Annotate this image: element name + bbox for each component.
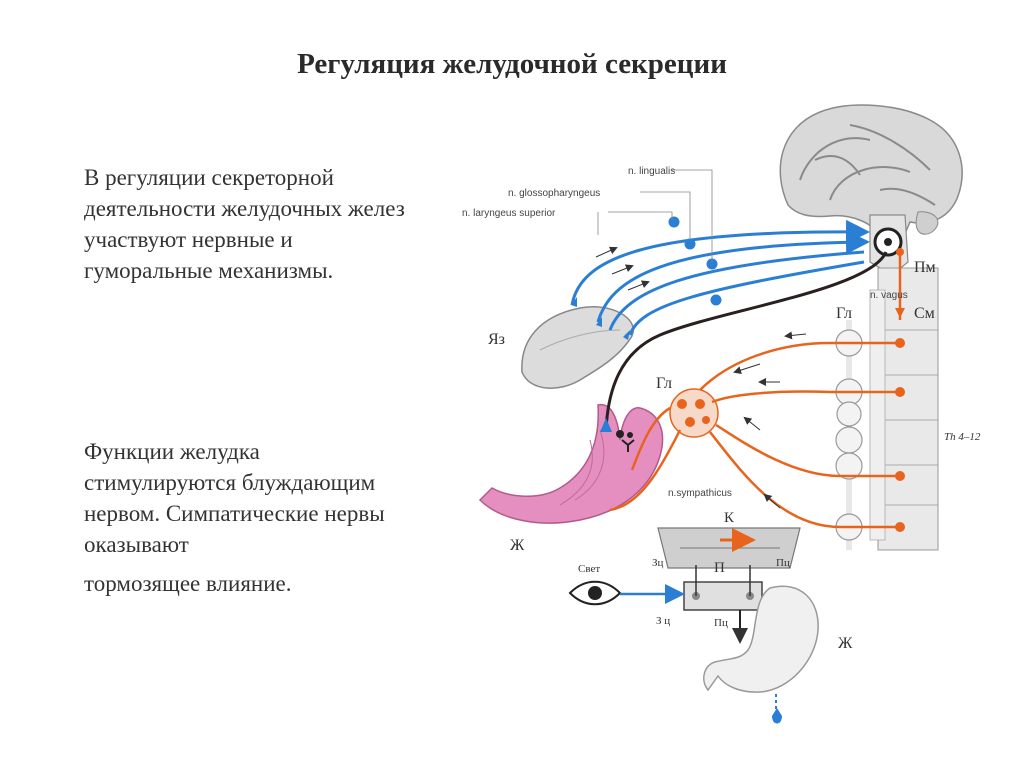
afferent-nerves	[570, 216, 870, 340]
stomach-illustration	[478, 404, 664, 524]
sympathetic-direction-arrows	[733, 331, 807, 509]
paragraph-nerves: Функции желудка стимулируются блуждающим…	[84, 436, 414, 599]
celiac-ganglion	[669, 388, 719, 438]
label-pc-bottom: Пц	[714, 617, 728, 629]
sympathetic-chain	[835, 320, 863, 550]
label-n-lingualis: n. lingualis	[628, 166, 675, 177]
vagus-nerve	[600, 251, 888, 432]
conditioned-reflex-schema	[657, 527, 801, 644]
label-gl-top: Гл	[836, 305, 852, 322]
label-zh-right: Ж	[838, 635, 853, 652]
label-pc-top: Пц	[776, 557, 790, 569]
eye-icon	[568, 580, 685, 606]
label-yaz: Яз	[488, 331, 505, 348]
label-n-laryngeus: n. laryngeus superior	[462, 208, 556, 219]
label-zc-bottom: З ц	[656, 615, 670, 627]
label-n-vagus: n. vagus	[870, 290, 908, 301]
label-zc-top: Зц	[652, 557, 664, 569]
spinal-cord	[869, 267, 939, 551]
label-p: П	[714, 560, 725, 576]
tongue-illustration	[521, 306, 635, 389]
label-k: К	[724, 510, 735, 526]
label-leader-lines	[597, 169, 713, 262]
afferent-direction-arrows	[595, 246, 650, 291]
label-th: Th 4–12	[944, 431, 981, 443]
label-n-glossopharyngeus: n. glossopharyngeus	[508, 188, 600, 199]
stomach-gray-illustration	[703, 585, 819, 724]
paragraph-nerves-last: тормозящее влияние.	[84, 571, 292, 596]
paragraph-mechanisms: В регуляции секреторной деятельности жел…	[84, 165, 405, 283]
label-zh-left: Ж	[510, 537, 525, 554]
label-gl-mid: Гл	[656, 375, 672, 392]
paragraph-nerves-text: Функции желудка стимулируются блуждающим…	[84, 439, 385, 557]
label-n-sympathicus: n.sympathicus	[668, 488, 732, 499]
brain-illustration	[779, 104, 963, 276]
label-pm: Пм	[914, 259, 936, 276]
label-svet: Свет	[578, 563, 600, 575]
sympathetic-endpoints	[895, 248, 905, 532]
label-sm: См	[914, 305, 935, 322]
slide-title: Регуляция желудочной секреции	[297, 48, 727, 80]
